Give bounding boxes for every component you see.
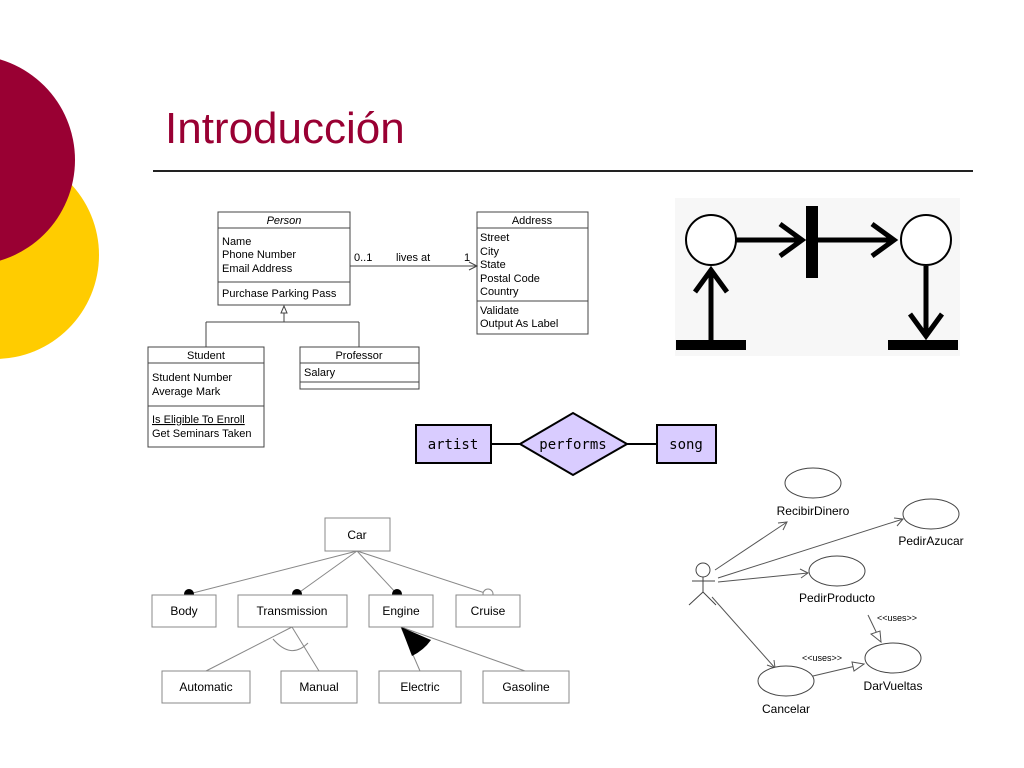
attribute: Country <box>480 286 519 298</box>
attribute: Street <box>480 232 509 244</box>
use-case-label: PedirProducto <box>799 591 875 605</box>
title-underline <box>153 170 973 172</box>
feature-label: Car <box>347 528 366 542</box>
inheritance-arrow-icon <box>280 304 288 314</box>
attribute: State <box>480 259 506 271</box>
attribute: Salary <box>304 367 336 379</box>
slide-title: Introducción <box>165 104 405 153</box>
relationship-label: performs <box>539 437 606 453</box>
feature-body: Body <box>151 594 217 628</box>
uml-class-diagram: Person Name Phone Number Email Address P… <box>147 211 589 448</box>
operation: Validate <box>480 305 519 317</box>
multiplicity-person: 0..1 <box>354 252 372 264</box>
class-name: Professor <box>335 350 382 362</box>
or-group-sector <box>401 627 431 656</box>
er-diagram: artist performs song <box>415 411 717 477</box>
operation: Output As Label <box>480 318 558 330</box>
feature-label: Cruise <box>471 604 506 618</box>
feature-gasoline: Gasoline <box>482 670 570 704</box>
feature-transmission: Transmission <box>237 594 348 628</box>
feature-model-diagram: Car Body Transmission Engine Cruise Auto… <box>151 517 570 704</box>
attribute: Name <box>222 236 251 248</box>
feature-label: Engine <box>382 604 420 618</box>
source-arrow <box>676 265 746 350</box>
use-case-label: PedirAzucar <box>898 534 963 548</box>
alternative-group-arc <box>272 638 309 651</box>
petri-net-diagram <box>675 198 960 356</box>
feature-label: Manual <box>299 680 338 694</box>
feature-car: Car <box>324 517 391 552</box>
class-name: Address <box>512 215 553 227</box>
class-name: Person <box>267 215 302 227</box>
entity-label: artist <box>428 437 479 453</box>
attribute: Email Address <box>222 263 293 275</box>
feature-label: Gasoline <box>502 680 550 694</box>
sink-arrow <box>888 266 958 350</box>
entity-artist: artist <box>415 424 492 464</box>
actor-stick-figure-icon <box>688 562 717 606</box>
class-professor: Professor Salary <box>299 346 420 390</box>
uses-stereotype-label: <<uses>> <box>802 653 842 663</box>
use-case-label: DarVueltas <box>864 679 923 693</box>
feature-label: Electric <box>400 680 439 694</box>
place-left <box>685 214 737 266</box>
feature-label: Automatic <box>179 680 232 694</box>
transition-bar <box>806 206 818 278</box>
feature-label: Transmission <box>257 604 328 618</box>
use-case-recibirdinero <box>784 467 842 499</box>
use-case-cancelar <box>757 665 815 697</box>
feature-manual: Manual <box>280 670 358 704</box>
class-student: Student Student Number Average Mark Is E… <box>147 346 265 448</box>
class-person: Person Name Phone Number Email Address P… <box>217 211 351 306</box>
use-case-pedirproducto <box>808 555 866 587</box>
place-right <box>900 214 952 266</box>
operation: Get Seminars Taken <box>152 428 251 440</box>
attribute: Postal Code <box>480 273 540 285</box>
class-name: Student <box>187 350 225 362</box>
feature-label: Body <box>170 604 197 618</box>
attribute: Average Mark <box>152 386 221 398</box>
uses-stereotype-label: <<uses>> <box>877 613 917 623</box>
entity-label: song <box>669 437 703 453</box>
decorative-circles <box>0 59 99 359</box>
association-label: lives at <box>396 252 430 264</box>
arc-transition-to-place <box>818 221 899 259</box>
arc-place-to-transition <box>736 221 807 259</box>
class-address: Address Street City State Postal Code Co… <box>476 211 589 335</box>
use-case-label: RecibirDinero <box>777 504 850 518</box>
association-lives-at: 0..1 lives at 1 <box>350 252 479 271</box>
attribute: Student Number <box>152 372 232 384</box>
feature-automatic: Automatic <box>161 670 251 704</box>
generalization <box>205 304 360 347</box>
operation: Purchase Parking Pass <box>222 288 337 300</box>
relationship-performs: performs <box>518 411 630 477</box>
crimson-circle <box>0 59 75 261</box>
feature-engine: Engine <box>368 594 434 628</box>
attribute: Phone Number <box>222 249 296 261</box>
use-case-diagram: RecibirDinero PedirAzucar PedirProducto … <box>688 467 964 716</box>
multiplicity-address: 1 <box>464 252 470 264</box>
feature-cruise: Cruise <box>455 594 521 628</box>
use-case-label: Cancelar <box>762 702 810 716</box>
feature-electric: Electric <box>378 670 462 704</box>
use-case-pedirazucar <box>902 498 960 530</box>
use-case-darvueltas <box>864 642 922 674</box>
entity-song: song <box>656 424 717 464</box>
operation: Is Eligible To Enroll <box>152 414 245 426</box>
attribute: City <box>480 246 499 258</box>
